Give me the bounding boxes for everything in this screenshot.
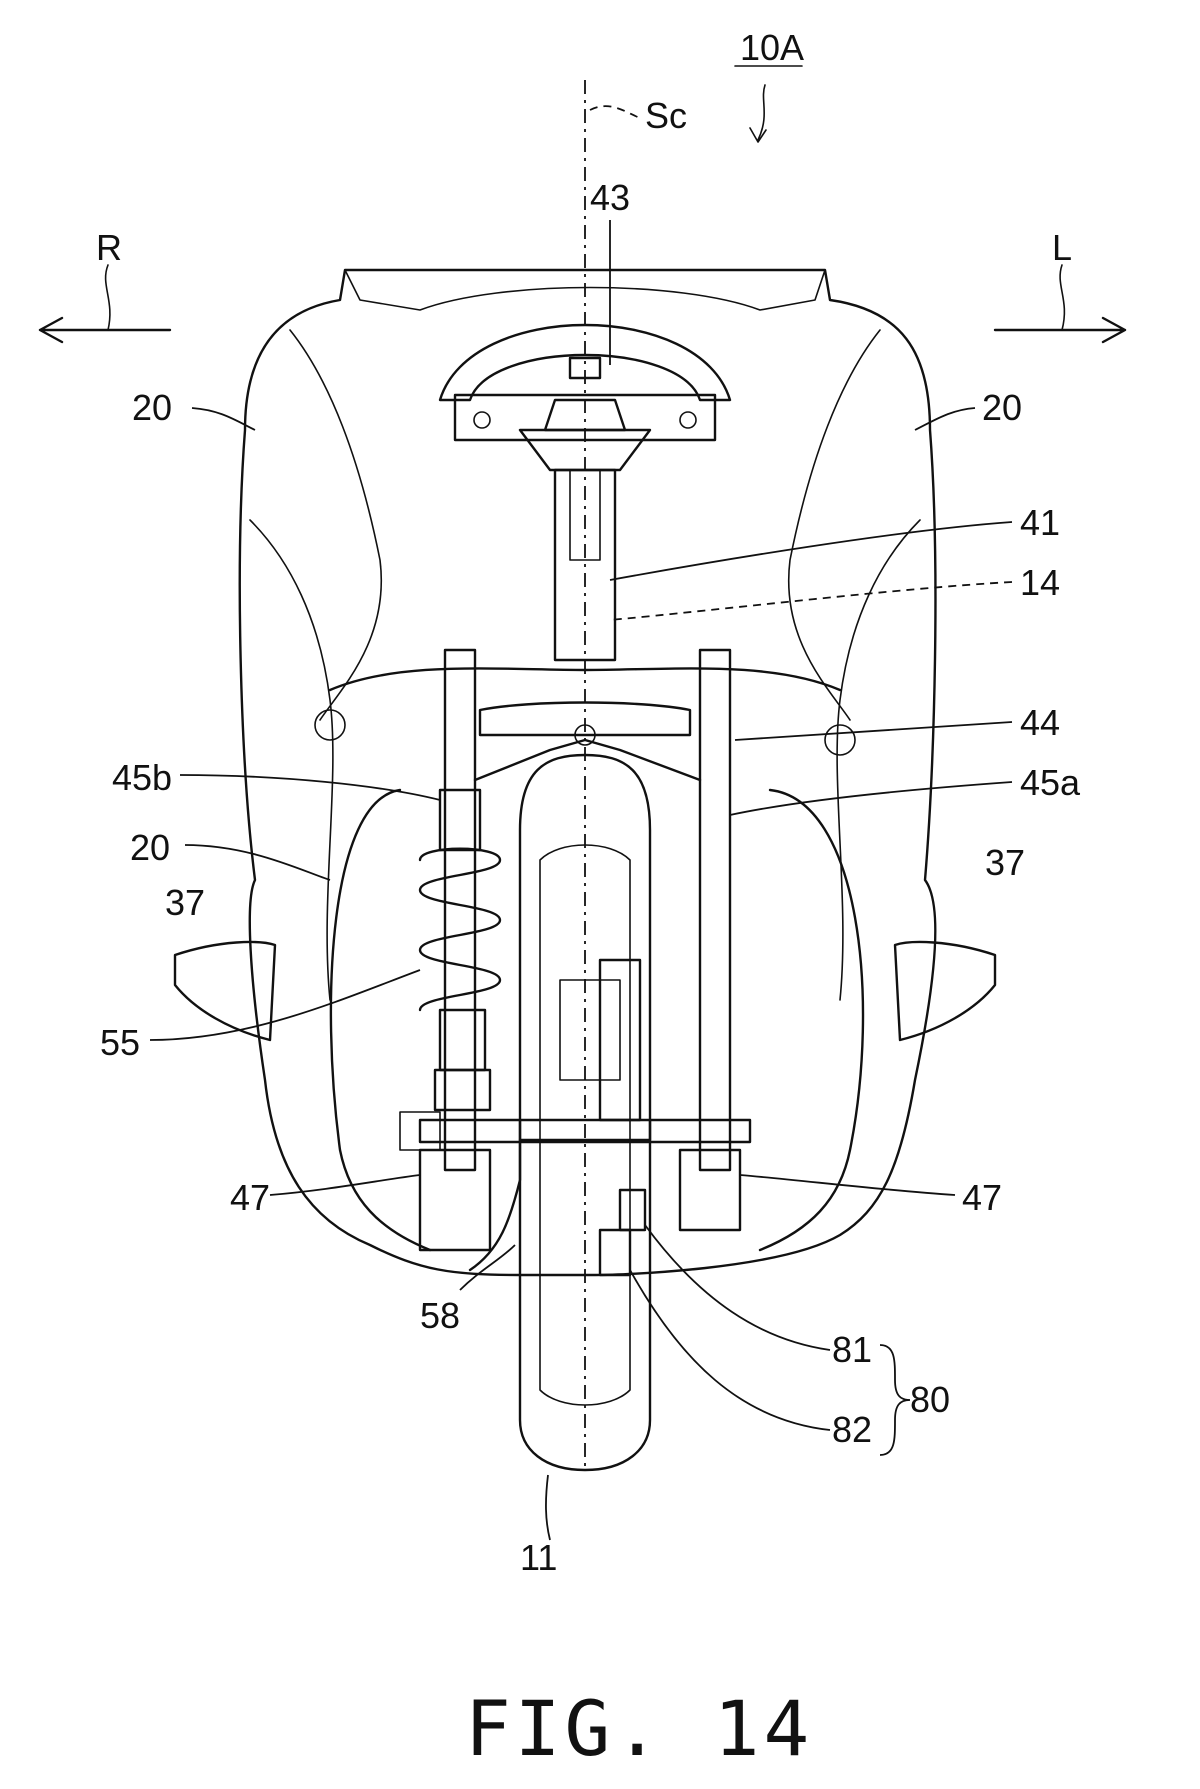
body-cover-left-inner: [249, 519, 334, 1001]
label-assembly-ref: 10A: [740, 27, 804, 68]
body-cover-right-curve: [787, 329, 881, 721]
bracket-bolt-left: [679, 411, 697, 429]
leader-44: [734, 721, 1013, 741]
leader-20-upper-left: [914, 407, 976, 431]
label-sensor-82: 82: [832, 1409, 872, 1450]
label-center-line: Sc: [645, 95, 687, 136]
body-cover-top-panel: [344, 269, 826, 311]
sensor-81: [618, 1188, 647, 1232]
label-swing-arm: 58: [420, 1295, 460, 1336]
label-bracket-left: 47: [962, 1177, 1002, 1218]
label-body-cover-upper-left: 20: [982, 387, 1022, 428]
label-fork-left: 45a: [1020, 762, 1081, 803]
wheel-hub: [559, 979, 621, 1081]
steering-stem-top: [568, 356, 602, 380]
handle-cover: [438, 323, 732, 402]
leader-82: [629, 1269, 831, 1431]
center-line-leader: [589, 105, 641, 119]
arrow-right-tick: [104, 264, 111, 331]
fork-crown: [328, 667, 842, 692]
leader-41: [609, 521, 1013, 581]
label-head-pipe: 14: [1020, 562, 1060, 603]
sensor-82: [598, 1228, 632, 1277]
lower-cowl-left: [329, 788, 432, 1252]
leader-11: [545, 1474, 551, 1541]
lower-cowl-right: [758, 788, 865, 1252]
leader-20-lower: [184, 844, 331, 881]
label-sensor-group: 80: [910, 1379, 950, 1420]
mount-left: [824, 724, 856, 756]
label-suspension-spring: 55: [100, 1022, 140, 1063]
leader-81: [644, 1224, 831, 1351]
label-direction-right: R: [96, 227, 122, 268]
label-fork-right: 45b: [112, 757, 172, 798]
steering-stem-clamp: [518, 428, 652, 472]
leader-20-upper-right: [191, 407, 256, 431]
bracket-47-left: [678, 1148, 742, 1232]
hub-motor: [598, 958, 642, 1122]
fork-yoke: [473, 738, 702, 782]
footrest-left: [893, 940, 997, 1042]
label-sensor-81: 81: [832, 1329, 872, 1370]
footrest-right: [173, 940, 277, 1042]
damper-lower: [433, 1068, 492, 1112]
label-steering-top: 43: [590, 177, 630, 218]
fork-leg-left: [698, 648, 732, 1172]
arrow-left-tick: [1059, 264, 1066, 331]
bracket-47-right: [418, 1148, 492, 1252]
label-front-wheel: 11: [520, 1537, 557, 1578]
fork-crown-lower: [478, 701, 692, 737]
suspension-spring: [418, 847, 502, 1012]
arrow-left-direction: [993, 316, 1127, 344]
leader-45b: [179, 774, 441, 801]
swing-arm: [468, 1138, 522, 1272]
arrow-right-direction: [38, 316, 172, 344]
leader-45a: [729, 781, 1013, 816]
wheel-rim: [539, 844, 631, 1406]
body-cover-left-curve: [289, 329, 383, 721]
label-direction-left: L: [1052, 227, 1072, 268]
front-wheel-lower: [518, 1118, 652, 1472]
crown-bolt: [574, 724, 596, 746]
brace-80: [879, 1344, 911, 1456]
damper-top: [438, 788, 482, 852]
leader-58: [459, 1244, 516, 1291]
axle: [418, 1118, 752, 1144]
body-cover-right-inner: [836, 519, 921, 1001]
label-fork: 44: [1020, 702, 1060, 743]
front-wheel-upper: [518, 753, 652, 1142]
leader-14: [609, 581, 1013, 621]
body-cover-outline: [238, 268, 937, 1277]
top-bracket: [453, 393, 717, 442]
label-footrest-left: 37: [985, 842, 1025, 883]
figure-title: FIG. 14: [465, 1684, 813, 1773]
label-footrest-right: 37: [165, 882, 205, 923]
label-steering-shaft: 41: [1020, 502, 1060, 543]
fork-leg-right: [443, 648, 477, 1172]
mount-right: [314, 709, 346, 741]
leader-47-left: [739, 1174, 956, 1196]
assembly-ref-arrow: [749, 84, 767, 143]
leader-55: [149, 969, 421, 1041]
damper-body: [438, 1008, 487, 1072]
steering-shaft-inner: [569, 469, 601, 561]
label-body-cover-upper-right: 20: [132, 387, 172, 428]
label-body-cover-lower: 20: [130, 827, 170, 868]
label-bracket-right: 47: [230, 1177, 270, 1218]
leader-47-right: [269, 1174, 421, 1196]
bracket-bolt-right: [473, 411, 491, 429]
